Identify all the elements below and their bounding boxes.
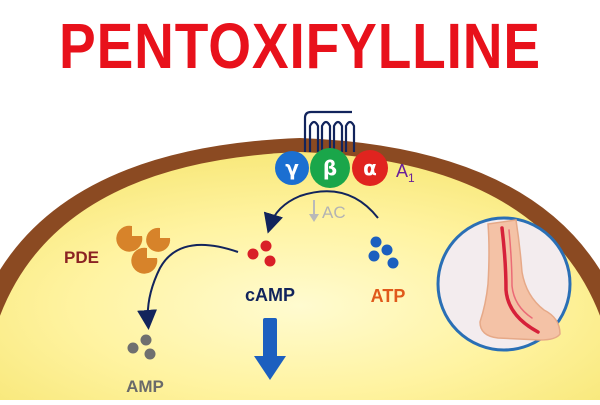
receptor-subscript: 1 [408,171,415,185]
atp-molecules [368,236,399,269]
camp-to-amp-arrow [137,243,239,330]
amp-molecules [127,334,156,360]
leg-vessel-inset [436,216,572,352]
ac-label: AC [322,203,346,222]
g-protein-alpha: α [352,150,388,186]
receptor-label: A1 [396,161,415,185]
page-title: PENTOXIFYLLINE [59,10,541,82]
pde-enzyme-icon [116,225,171,274]
subunit-gamma-label: γ [285,156,299,180]
receptor-name: A [396,161,408,181]
down-arrow-icon [254,318,286,380]
ac-inhibition: AC [309,200,346,222]
g-protein-beta: β [310,148,350,188]
pde-label: PDE [64,248,99,267]
atp-label: ATP [371,286,406,306]
gpcr-receptor-icon [303,110,356,152]
subunit-beta-label: β [323,156,337,180]
atp-to-camp-arrow [263,190,379,234]
camp-molecules [247,240,276,267]
amp-label: AMP [126,377,164,396]
subunit-alpha-label: α [363,156,377,180]
g-protein-gamma: γ [275,151,309,185]
camp-label: cAMP [245,285,295,305]
leg-vessel-icon [479,219,561,341]
